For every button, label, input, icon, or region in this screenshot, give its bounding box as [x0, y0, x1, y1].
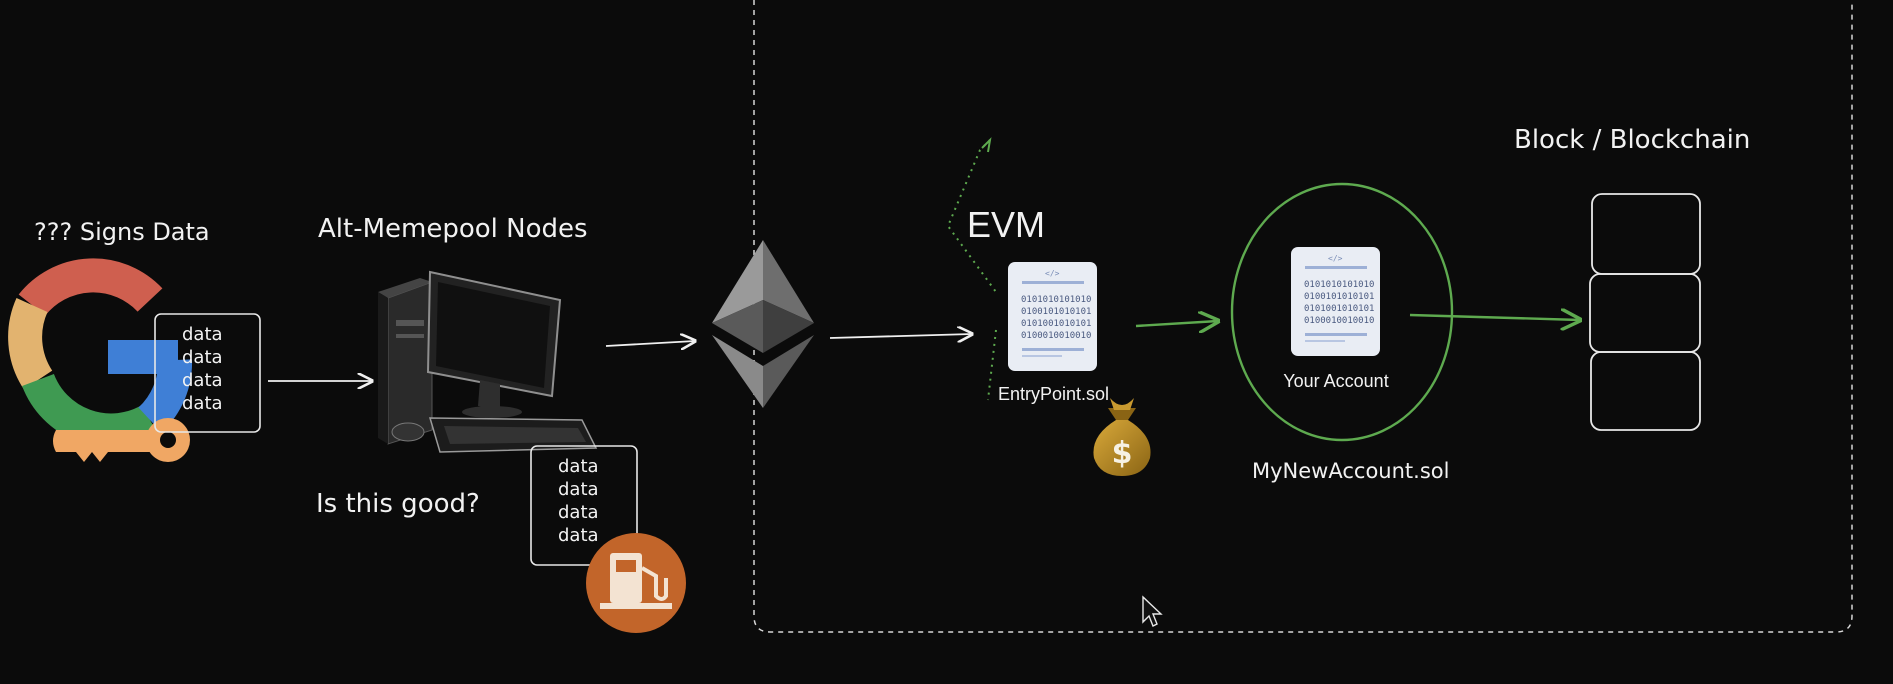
- signs-data-label: ??? Signs Data: [34, 218, 210, 246]
- data-line: data: [558, 479, 599, 500]
- google-logo-icon: [8, 258, 193, 448]
- account-contract-icon: </> 0101010101010 0100101010101 01010010…: [1291, 247, 1380, 356]
- blockchain-stack: [1589, 193, 1701, 431]
- block-2: [1589, 273, 1701, 353]
- data-line: data: [558, 502, 599, 523]
- mouse-cursor-icon: [1142, 595, 1163, 627]
- data-line: data: [558, 525, 599, 546]
- data-line: data: [182, 347, 223, 368]
- arrow-entrypoint-to-account: [1135, 321, 1218, 326]
- data-line: data: [182, 370, 223, 391]
- your-account-label: Your Account: [1283, 371, 1388, 391]
- key-icon: [53, 418, 190, 462]
- binary-line: 0100101010101: [1304, 292, 1374, 302]
- data-box-2: data data data data: [530, 445, 638, 566]
- desktop-computer-icon: [378, 270, 598, 453]
- binary-line: 0101010101010: [1304, 280, 1374, 290]
- binary-line: 0100101010101: [1021, 307, 1091, 317]
- account-circle: [1230, 182, 1454, 442]
- binary-line: 0101001010101: [1304, 304, 1374, 314]
- block-blockchain-label: Block / Blockchain: [1514, 125, 1750, 155]
- entrypoint-label: EntryPoint.sol: [998, 384, 1109, 404]
- binary-line: 0101001010101: [1021, 319, 1091, 329]
- block-3: [1590, 351, 1701, 431]
- svg-text:</>: </>: [1045, 269, 1060, 278]
- data-box-1: data data data data: [154, 313, 261, 433]
- svg-text:</>: </>: [1328, 254, 1343, 263]
- gas-pump-icon: [586, 533, 686, 633]
- evm-dotted-branches: [946, 139, 997, 401]
- evm-boundary-dashed: [753, 0, 1853, 633]
- dollar-sign: $: [1112, 436, 1133, 471]
- evm-label: EVM: [967, 204, 1045, 245]
- money-bag-icon: $: [1093, 398, 1151, 476]
- data-line: data: [182, 324, 223, 345]
- block-1: [1591, 193, 1701, 275]
- my-new-account-label: MyNewAccount.sol: [1252, 459, 1449, 483]
- arrow-account-to-block: [1409, 315, 1580, 320]
- binary-line: 0100010010010: [1021, 331, 1091, 341]
- data-line: data: [558, 456, 599, 477]
- alt-mempool-label: Alt-Memepool Nodes: [318, 214, 588, 244]
- binary-line: 0101010101010: [1021, 295, 1091, 305]
- arrow-ethereum-to-entrypoint: [829, 334, 972, 338]
- dotted-arrowhead: [981, 137, 992, 153]
- data-line: data: [182, 393, 223, 414]
- entrypoint-contract-icon: </> 0101010101010 0100101010101 01010010…: [1008, 262, 1097, 371]
- binary-line: 0100010010010: [1304, 316, 1374, 326]
- arrow-nodes-to-ethereum: [605, 341, 695, 346]
- is-this-good-label: Is this good?: [316, 489, 480, 519]
- ethereum-logo-icon: [712, 240, 814, 408]
